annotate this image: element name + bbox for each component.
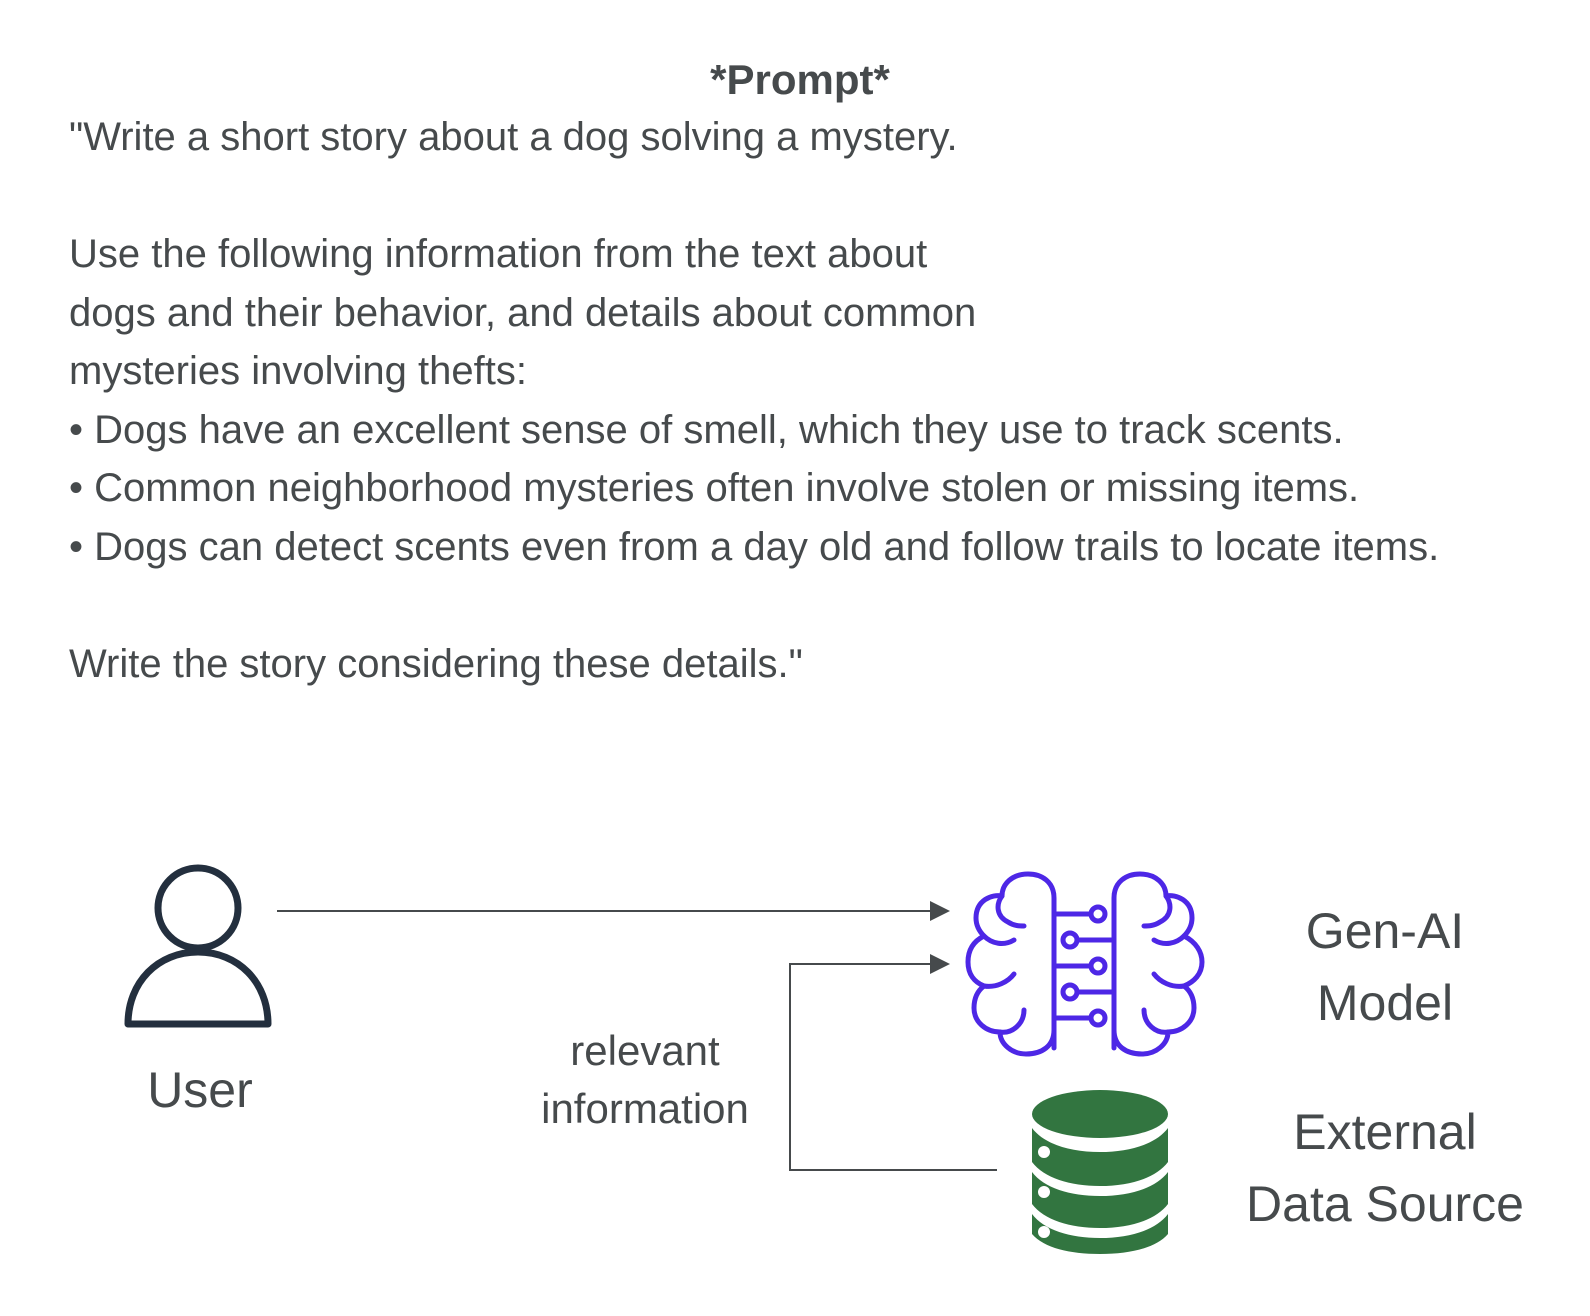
datasource-label-line: Data Source — [1246, 1176, 1524, 1232]
prompt-line: mysteries involving thefts: — [69, 349, 527, 393]
prompt-bullet: • Dogs have an excellent sense of smell,… — [69, 407, 1344, 452]
prompt-bullet: • Common neighborhood mysteries often in… — [69, 466, 1360, 510]
database-icon — [1032, 1090, 1168, 1254]
model-label: Gen-AI Model — [1260, 895, 1510, 1039]
prompt-closing: Write the story considering these detail… — [69, 641, 803, 686]
prompt-bullet: • Dogs can detect scents even from a day… — [69, 524, 1440, 569]
edge-label-line: relevant — [570, 1027, 720, 1074]
brain-circuit-icon — [965, 871, 1205, 1057]
prompt-title: *Prompt* — [710, 56, 890, 103]
arrowhead-icon — [930, 901, 950, 921]
arrowhead-icon — [930, 954, 950, 974]
edge-label-relevant-information: relevant information — [520, 1022, 770, 1138]
datasource-label: External Data Source — [1220, 1096, 1550, 1240]
edge-user-to-model — [277, 901, 950, 921]
prompt-body: "Write a short story about a dog solving… — [69, 108, 1569, 693]
model-label-line: Gen-AI — [1305, 903, 1465, 959]
prompt-line: dogs and their behavior, and details abo… — [69, 290, 977, 335]
edge-datasource-to-model — [789, 954, 997, 1171]
edge-label-line: information — [541, 1085, 749, 1132]
prompt-line: "Write a short story about a dog solving… — [69, 115, 958, 159]
edge-datasource-to-model-line — [789, 963, 997, 1171]
prompt-line: Use the following information from the t… — [69, 232, 928, 276]
user-label: User — [147, 1062, 253, 1118]
datasource-label-line: External — [1293, 1104, 1477, 1160]
user-icon — [124, 864, 272, 1028]
model-label-line: Model — [1316, 975, 1454, 1031]
